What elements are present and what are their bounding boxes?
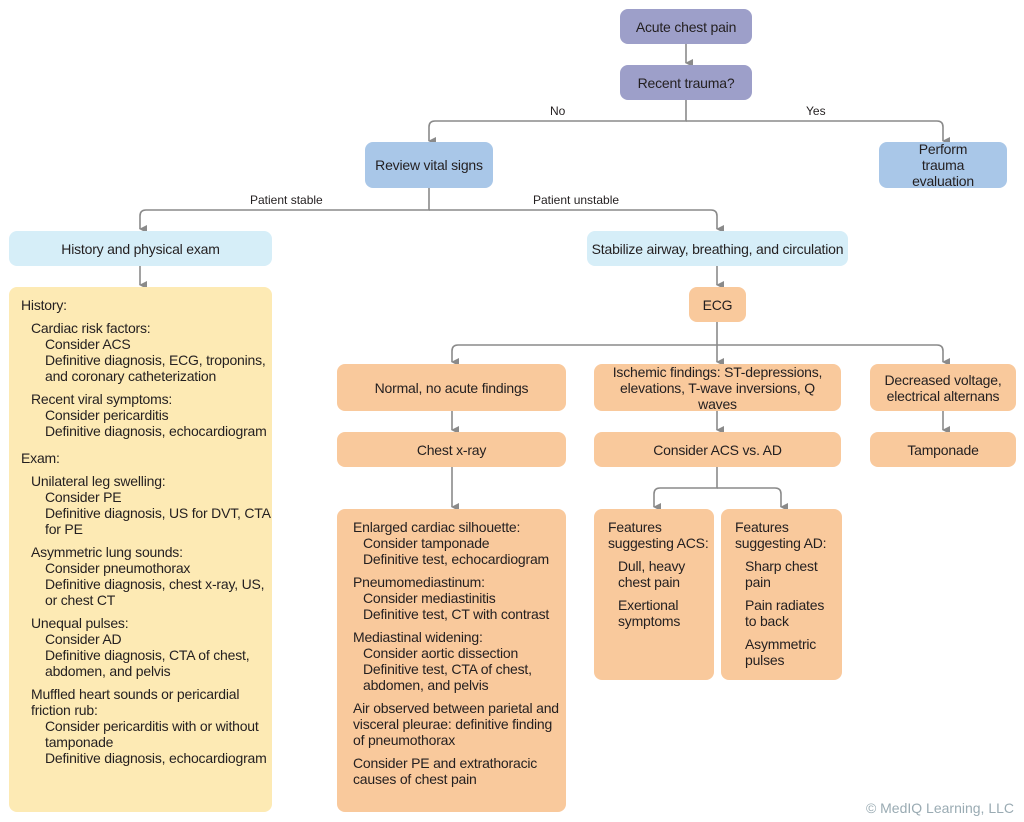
edge-ecg-voltage [717,344,950,366]
text-line: Unilateral leg swelling: [31,473,166,489]
text-line: of pneumothorax [353,732,456,748]
history-exam-box: History: Cardiac risk factors:Consider AC… [9,287,272,812]
text-line: Recent viral symptoms: [31,391,173,407]
text-line: History: [21,297,67,313]
node-perform-trauma-evaluation: Perform trauma evaluation [879,141,1007,189]
text-line: Features [735,519,789,535]
text-line: symptoms [618,613,681,629]
text-line: Definitive diagnosis, chest x-ray, US, [45,576,265,592]
node-label: ECG [702,296,733,313]
text-line: pain [745,574,771,590]
node-label: Decreased voltage, electrical alternans [884,371,1002,404]
text-line: Consider pneumothorax [45,560,191,576]
node-ischemic-findings: Ischemic findings: ST-depressions, eleva… [594,363,841,412]
node-label: Perform trauma evaluation [912,141,974,189]
text-line: Mediastinal widening: [353,629,483,645]
text-line: Definitive diagnosis, echocardiogram [45,423,267,439]
edge-vitals-unstable [429,209,724,233]
text-line: Consider aortic dissection [363,645,519,661]
text-line: Definitive diagnosis, echocardiogram [45,750,267,766]
text-line: Definitive diagnosis, US for DVT, CTA [45,505,271,521]
node-label: Chest x-ray [416,441,487,458]
node-decreased-voltage: Decreased voltage, electrical alternans [870,364,1016,411]
edge-acsad-ad [717,487,788,511]
text-line: to back [745,613,789,629]
text-line: pulses [745,652,785,668]
node-tamponade: Tamponade [870,432,1016,467]
edge-label-no: No [550,104,566,118]
node-ecg: ECG [689,287,746,322]
text-line: causes of chest pain [353,771,477,787]
text-line: Pain radiates [745,597,825,613]
text-line: Consider pericarditis with or without [45,718,259,734]
text-line: or chest CT [45,592,116,608]
text-line: Features [608,519,662,535]
text-line: Exertional [618,597,679,613]
node-recent-trauma: Recent trauma? [620,65,752,100]
text-line: Definitive diagnosis, ECG, troponins, [45,352,266,368]
node-label: History and physical exam [61,240,220,257]
text-line: Asymmetric lung sounds: [31,544,183,560]
edge-ecg-normal [451,344,717,366]
text-line: Consider mediastinitis [363,590,496,606]
text-line: Unequal pulses: [31,615,129,631]
text-line: suggesting ACS: [608,535,709,551]
chest-xray-findings-box: Enlarged cardiac silhouette:Consider tam… [337,509,566,812]
text-line: Asymmetric [745,636,817,652]
node-review-vital-signs: Review vital signs [365,142,493,188]
text-line: Muffled heart sounds or pericardial [31,686,240,702]
node-label: Acute chest pain [635,18,737,35]
text-line: Air observed between parietal and [353,700,559,716]
edge-acsad-split [653,467,718,511]
node-label: Consider ACS vs. AD [653,441,782,458]
node-stabilize-abc: Stabilize airway, breathing, and circula… [587,231,848,266]
text-line: Consider PE and extrathoracic [353,755,538,771]
node-label: Ischemic findings: ST-depressions, eleva… [612,363,823,412]
node-chest-xray: Chest x-ray [337,432,566,467]
text-line: Definitive test, echocardiogram [363,551,549,567]
node-label: Stabilize airway, breathing, and circula… [591,240,844,257]
text-line: visceral pleurae: definitive finding [353,716,553,732]
text-line: Consider PE [45,489,122,505]
edge-label-patient-stable: Patient stable [250,193,323,207]
text-line: Consider ACS [45,336,131,352]
text-line: Enlarged cardiac silhouette: [353,519,521,535]
text-line: abdomen, and pelvis [363,677,489,693]
text-line: Definitive test, CTA of chest, [363,661,532,677]
text-line: chest pain [618,574,680,590]
text-line: suggesting AD: [735,535,827,551]
text-line: Consider AD [45,631,122,647]
node-label: Tamponade [907,441,979,458]
node-label: Recent trauma? [637,74,735,91]
node-history-physical-exam: History and physical exam [9,231,272,266]
node-normal-no-acute: Normal, no acute findings [337,364,566,411]
text-line: and coronary catheterization [45,368,217,384]
text-line: Consider pericarditis [45,407,169,423]
edge-label-yes: Yes [806,104,826,118]
text-line: friction rub: [31,702,98,718]
edge-trauma-yes [686,120,950,145]
node-label: Normal, no acute findings [374,379,529,396]
text-line: Definitive test, CT with contrast [363,606,550,622]
text-line: Exam: [21,450,60,466]
text-line: Dull, heavy [618,558,686,574]
copyright-notice: © MedIQ Learning, LLC [865,800,1014,816]
node-acute-chest-pain: Acute chest pain [620,9,752,44]
text-line: Pneumomediastinum: [353,574,485,590]
text-line: Sharp chest [745,558,818,574]
text-line: tamponade [45,734,114,750]
edge-label-patient-unstable: Patient unstable [533,193,620,207]
text-line: for PE [45,521,83,537]
text-line: Consider tamponade [363,535,490,551]
text-line: Definitive diagnosis, CTA of chest, [45,647,250,663]
node-label: Review vital signs [375,157,483,173]
text-line: Cardiac risk factors: [31,320,151,336]
text-line: abdomen, and pelvis [45,663,171,679]
node-consider-acs-ad: Consider ACS vs. AD [594,432,841,467]
